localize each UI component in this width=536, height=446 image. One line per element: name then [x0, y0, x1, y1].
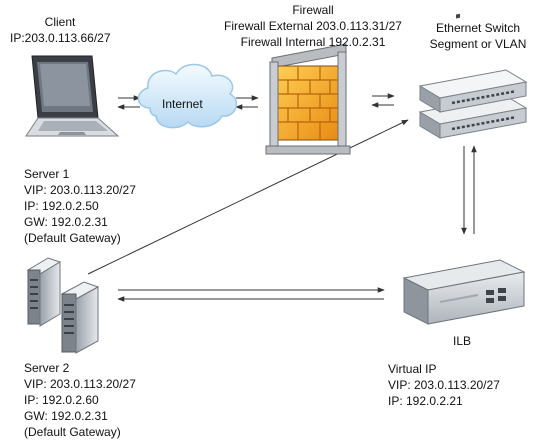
server2-ip: IP: 192.0.2.60 [24, 393, 99, 407]
firewall-external-ip: Firewall External 203.0.113.31/27 [224, 19, 402, 33]
server1-label: Server 1 VIP: 203.0.113.20/27 IP: 192.0.… [24, 166, 136, 246]
server2-vip: VIP: 203.0.113.20/27 [24, 377, 136, 391]
client-title: Client [44, 15, 76, 29]
cloud-icon [137, 63, 238, 129]
server1-gw: GW: 192.0.2.31 [24, 215, 108, 229]
firewall-internal-ip: Firewall Internal 192.0.2.31 [240, 35, 386, 49]
client-label: Client IP:203.0.113.66/27 [10, 14, 111, 46]
ilb-ip: IP: 192.0.2.21 [388, 394, 463, 408]
switch-label-line2: Segment or VLAN [429, 37, 527, 51]
server2-title: Server 2 [24, 361, 70, 375]
ilb-virtual-ip-label: Virtual IP VIP: 203.0.113.20/27 IP: 192.… [388, 361, 500, 409]
ilb-virtual-ip-title: Virtual IP [388, 362, 437, 376]
server1-vip: VIP: 203.0.113.20/27 [24, 183, 136, 197]
internet-label: Internet [162, 97, 203, 111]
laptop-icon [25, 55, 120, 137]
server1-title: Server 1 [24, 167, 70, 181]
firewall-label: Firewall Firewall External 203.0.113.31/… [198, 2, 428, 50]
server2-gw: GW: 192.0.2.31 [24, 409, 108, 423]
server1-ip: IP: 192.0.2.50 [24, 199, 99, 213]
firewall-brick-icon [265, 43, 351, 155]
ethernet-switch-icon [418, 13, 528, 139]
ilb-label: ILB [453, 334, 472, 348]
client-ip: IP:203.0.113.66/27 [10, 31, 111, 45]
firewall-title: Firewall [292, 3, 334, 17]
server2-label: Server 2 VIP: 203.0.113.20/27 IP: 192.0.… [24, 360, 136, 440]
arrow-server-to-switch [87, 119, 409, 275]
server2-gw-note: (Default Gateway) [24, 425, 121, 439]
server-icon [26, 257, 100, 354]
load-balancer-icon [402, 259, 526, 325]
connector-arrows [87, 93, 477, 302]
switch-label: Ethernet Switch Segment or VLAN [420, 20, 536, 52]
server1-gw-note: (Default Gateway) [24, 231, 121, 245]
switch-label-line1: Ethernet Switch [435, 21, 521, 35]
ilb-vip: VIP: 203.0.113.20/27 [388, 378, 500, 392]
